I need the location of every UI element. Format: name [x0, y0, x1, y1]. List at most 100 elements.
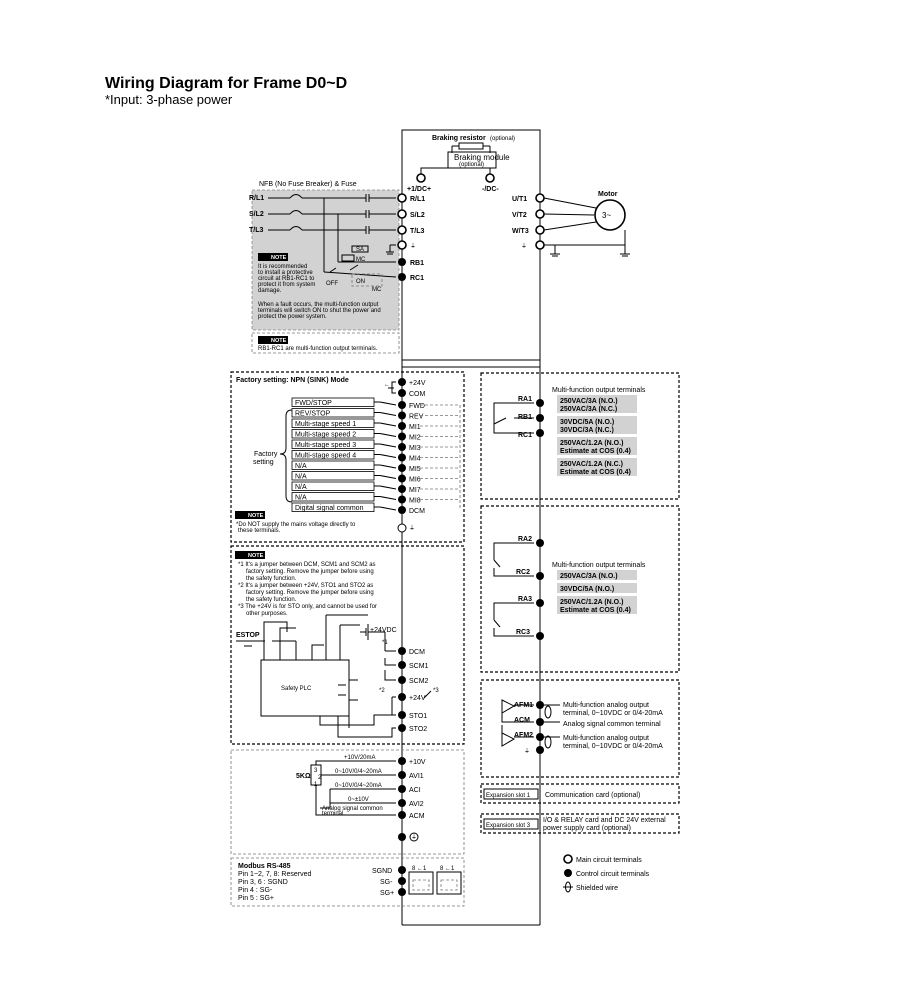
safety-terminal: [398, 711, 406, 719]
terminal-r-l1: [397, 193, 407, 203]
ai-terminal: [398, 757, 406, 765]
expansion-slot-3-label: Expansion slot 3: [486, 823, 531, 829]
supply-label: +24VDC: [370, 627, 397, 634]
terminal-ra2: [536, 539, 544, 547]
safety-terminal-label: +24V: [409, 695, 426, 702]
terminal-rc2-label: RC2: [516, 569, 530, 576]
power-note-line-3: circuit at RB1-RC1 to: [258, 276, 315, 282]
phase-r-label: R/L1: [249, 195, 264, 202]
di-row-label: Multi-stage speed 1: [295, 421, 356, 428]
ai-row-label-3: 0~±10V: [348, 797, 369, 803]
terminal-ra1: [536, 399, 544, 407]
terminal-ra3: [536, 599, 544, 607]
pot-label: 5KΩ: [296, 773, 311, 780]
note-badge-di: [235, 511, 265, 519]
safety-terminal-label: SCM2: [409, 678, 429, 685]
note-badge-power: [258, 253, 288, 261]
off-label: OFF: [326, 281, 338, 287]
relay-output-2-section: RA2 RC2 RA3 RC3 Multi-function output te…: [480, 505, 680, 673]
motor-symbol: 3~: [602, 211, 611, 220]
di-row-label: N/A: [295, 484, 307, 491]
terminal-r-l1-label: R/L1: [410, 196, 425, 203]
on-label: ON: [356, 279, 365, 285]
expansion-slot-3-desc-1: I/O & RELAY card and DC 24V external: [543, 817, 666, 824]
braking-resistor-optional: (optional): [490, 136, 515, 142]
ai-terminal: [398, 799, 406, 807]
terminal-w-t3-label: W/T3: [512, 228, 529, 235]
safety-note-5: factory setting. Remove the jumper befor…: [246, 590, 374, 596]
expansion-slot-3: [483, 818, 539, 830]
safety-terminal: [398, 724, 406, 732]
ground-ai-icon: ⏚: [411, 834, 417, 841]
braking-resistor: [458, 142, 484, 150]
terminal-ra2-label: RA2: [518, 536, 532, 543]
terminal-rc1-label: RC1: [410, 275, 424, 282]
expansion-slot-1-desc: Communication card (optional): [545, 792, 640, 799]
estop-label: ESTOP: [236, 632, 260, 639]
di-terminal: [398, 464, 406, 472]
di-terminal: [398, 506, 406, 514]
di-terminal: [398, 432, 406, 441]
di-terminal: [398, 453, 406, 462]
terminal-v-t2-label: V/T2: [512, 212, 527, 219]
rs485-pin-0: Pin 1~2, 7, 8: Reserved: [238, 871, 311, 878]
legend-shielded-label: Shielded wire: [576, 885, 618, 892]
terminal-u-t1-label: U/T1: [512, 196, 527, 203]
di-terminal-label: MI8: [409, 498, 421, 505]
legend-control-label: Control circuit terminals: [576, 871, 650, 878]
terminal-rc3-label: RC3: [516, 629, 530, 636]
relays1-title: Multi-function output terminals: [552, 387, 646, 394]
power-note2-line-3: protect the power system.: [258, 314, 327, 320]
di-row-label: N/A: [295, 495, 307, 502]
power-note2-line-2: terminals will switch ON to shut the pow…: [258, 308, 381, 314]
terminal-rc1-out: [536, 429, 544, 437]
afm2-meter-icon: [501, 732, 516, 747]
di-terminal: [398, 495, 406, 504]
terminal-ground-ao: [536, 746, 544, 754]
terminal-24v: [398, 378, 406, 386]
terminal-t-l3: [397, 225, 407, 235]
relays2-rating-0: 250VAC/3A (N.O.): [560, 573, 618, 580]
terminal-s-l2: [397, 209, 407, 219]
di-row-label: Digital signal common: [295, 505, 364, 512]
relays2-title: Multi-function output terminals: [552, 562, 646, 569]
ground-ao-icon: ⏚: [524, 748, 530, 755]
safety-terminal-label: DCM: [409, 649, 425, 656]
motor-icon: [594, 199, 626, 231]
safety-note-3: the safety function.: [246, 576, 297, 582]
di-terminal: [398, 411, 406, 420]
ai-terminal-label: +10V: [409, 759, 426, 766]
ground-in-icon: ⏚: [410, 243, 416, 250]
mark-1: *1: [382, 640, 388, 646]
terminal-acm-out: [536, 718, 544, 726]
safety-note-7: *3 The +24V is for STO only, and cannot …: [238, 604, 377, 610]
terminal-sg-plus-label: SG+: [380, 890, 394, 897]
ai-terminal-label: AVI1: [409, 773, 424, 780]
expansion-slot-3-desc-2: power supply card (optional): [543, 825, 631, 832]
terminal-com-label: COM: [409, 391, 426, 398]
rs485-pin-2: Pin 4 : SG-: [238, 887, 273, 894]
mark-3: *3: [433, 688, 439, 694]
terminal-rc1-out-label: RC1: [518, 432, 532, 439]
safety-terminal: [398, 693, 406, 701]
terminal-sg-plus: [398, 888, 406, 896]
terminal-rb1-out: [536, 414, 544, 422]
safety-note-8: other purposes.: [246, 611, 288, 617]
safety-terminal-label: SCM1: [409, 663, 429, 670]
power-note-line-5: damage.: [258, 288, 282, 294]
safety-note-6: the safety function.: [246, 597, 297, 603]
braking-section: Braking resistor (optional) Braking modu…: [407, 135, 515, 193]
terminal-afm1: [536, 701, 544, 709]
ai-row-label-2: 0~10V/0/4~20mA: [335, 783, 382, 789]
di-terminal-label: MI7: [409, 487, 421, 494]
terminal-dc-plus: [416, 173, 426, 183]
expansion-section: Expansion slot 1 Communication card (opt…: [480, 783, 680, 834]
terminal-t-l3-label: T/L3: [410, 228, 424, 235]
di-terminal: [398, 485, 406, 493]
safety-note-4: *2 It's a jumper between +24V, STO1 and …: [238, 583, 373, 589]
di-row-label: FWD/STOP: [295, 400, 332, 407]
relays1-rating-1: 250VAC/3A (N.C.): [560, 406, 617, 413]
terminal-com: [398, 389, 406, 397]
analog-output-section: ⏚ AFM1 ACM AFM2 Multi-function analog ou…: [480, 679, 680, 778]
